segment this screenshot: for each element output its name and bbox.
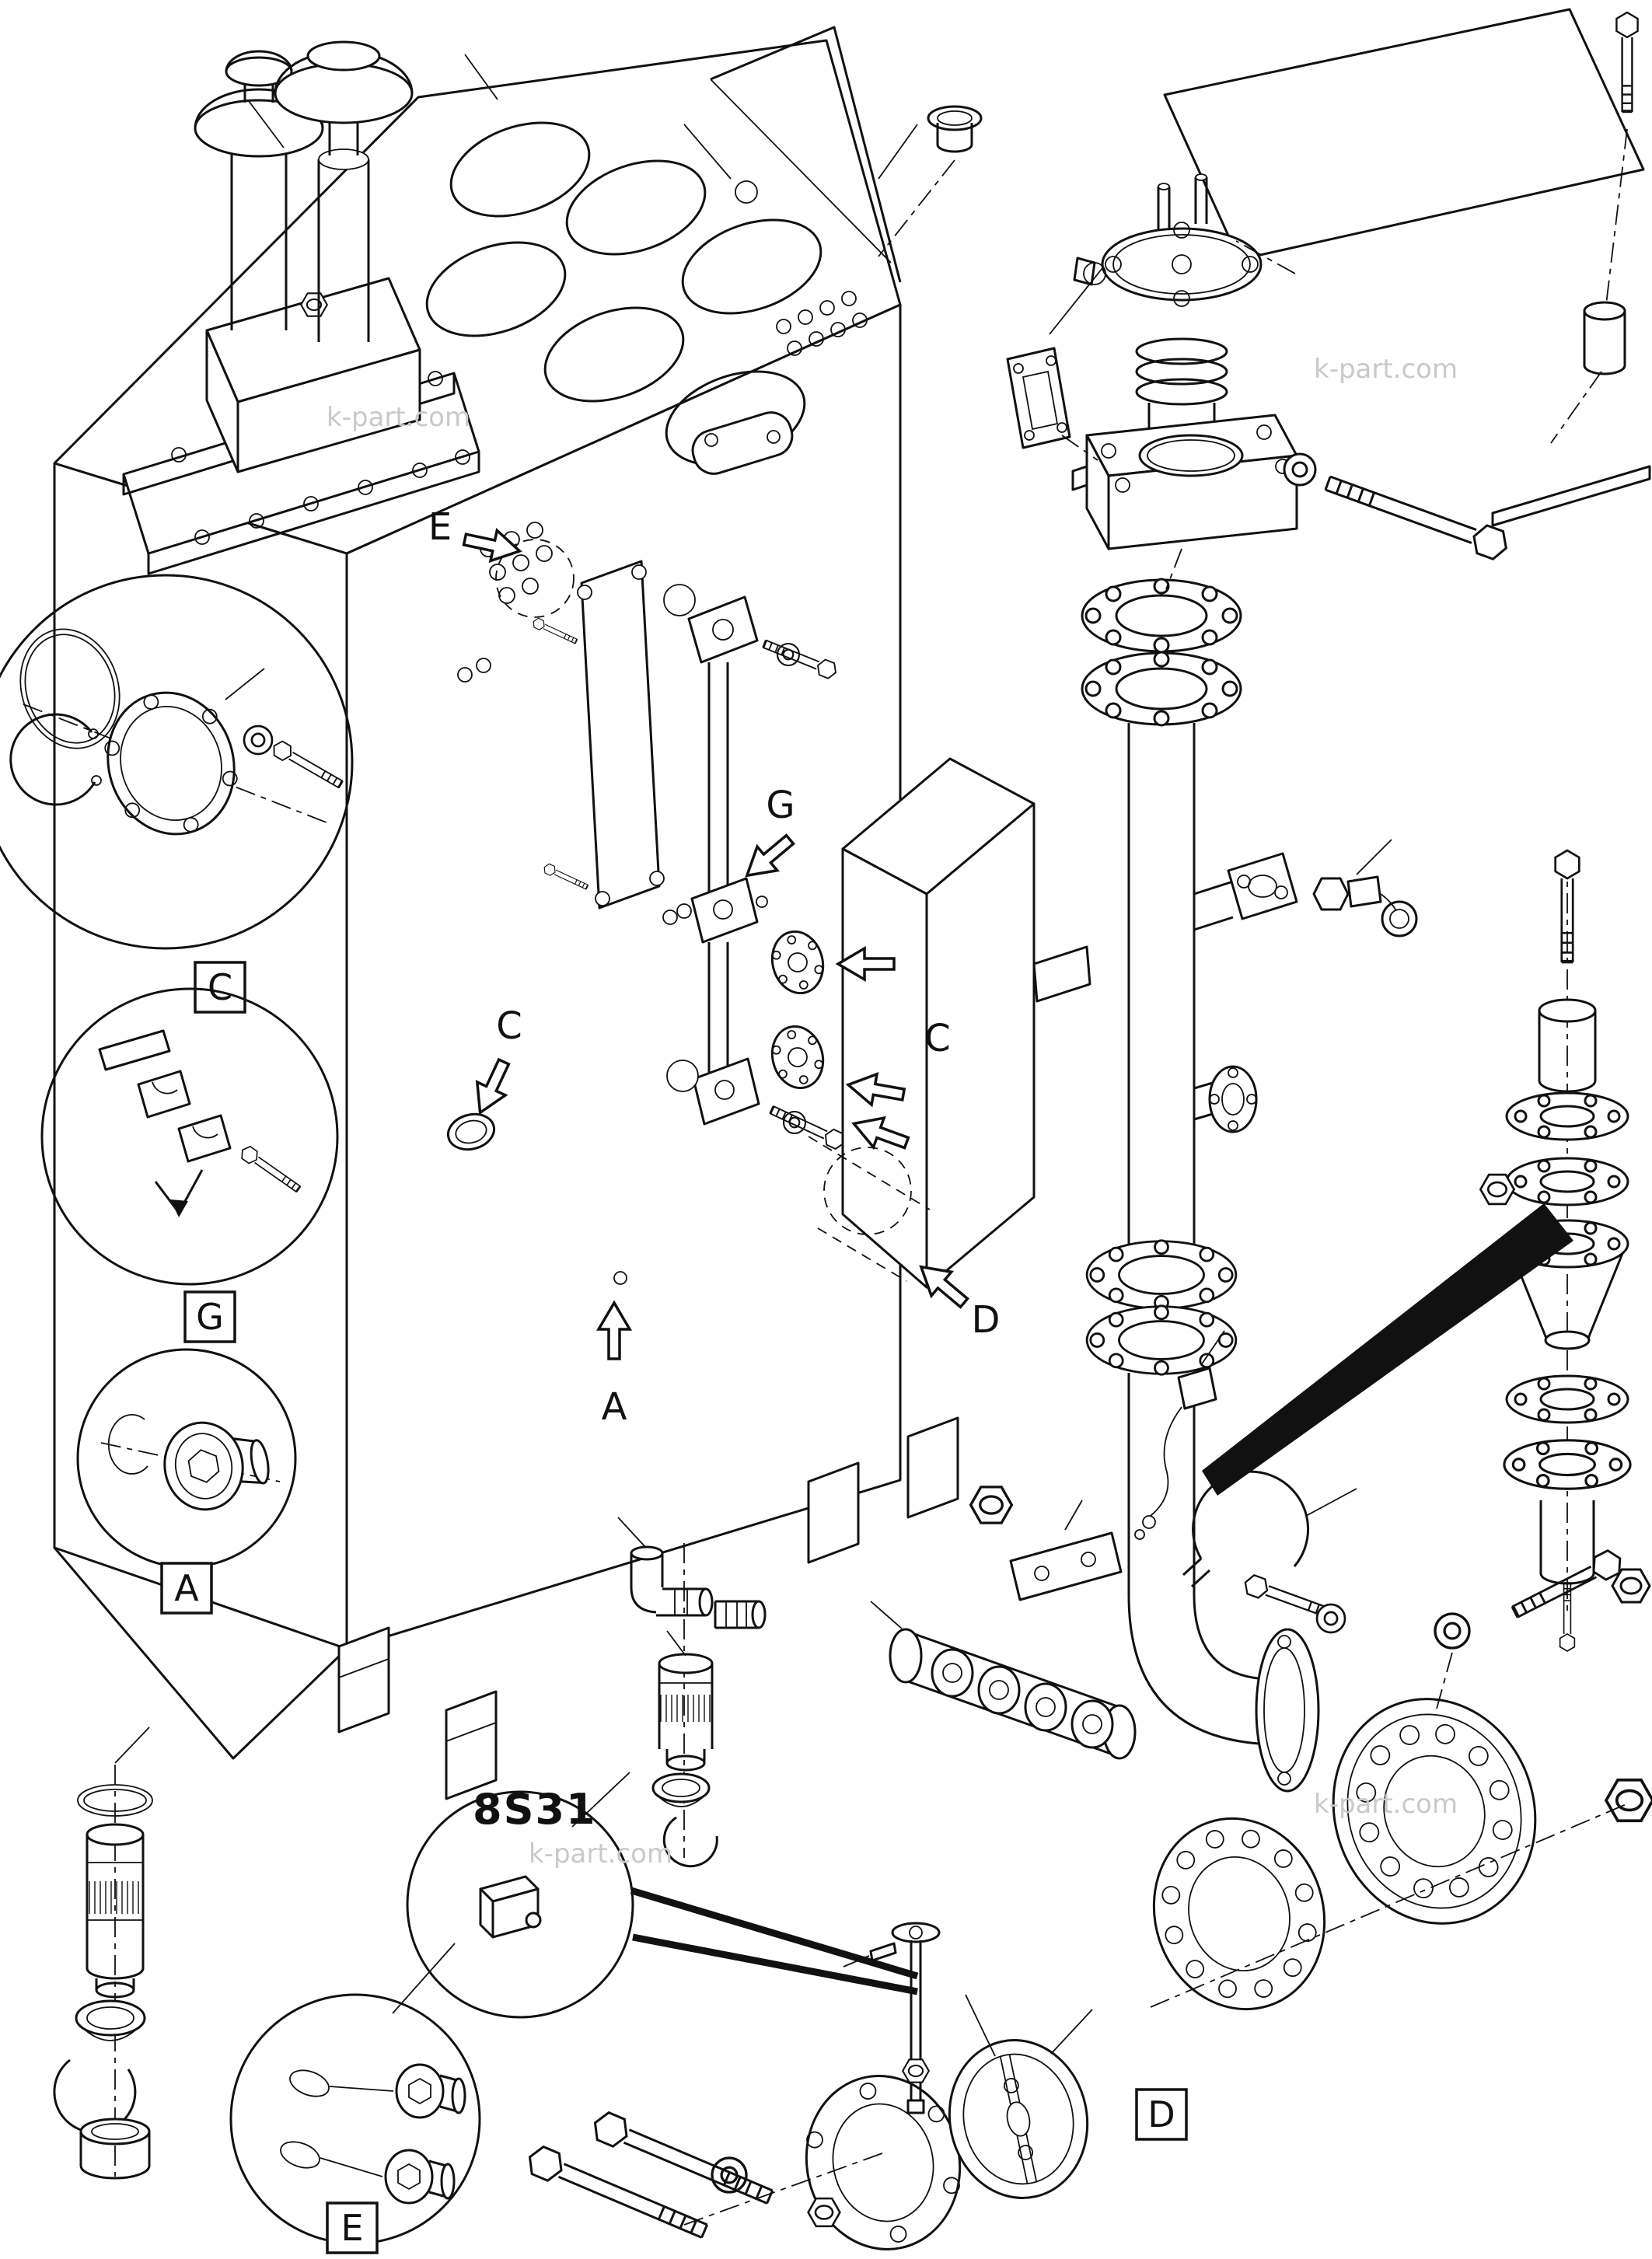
washer-flange: [1434, 1612, 1471, 1650]
detail-circle-e: E: [229, 1993, 481, 2254]
test-port-fitting: [1193, 852, 1418, 937]
breather-tower-right: [274, 40, 414, 342]
side-cover-plate: [808, 757, 1091, 1289]
straight-fitting: [714, 1600, 767, 1629]
level-gauge-assembly: [662, 584, 848, 1152]
hex-nut-flange: [1605, 1778, 1652, 1823]
oval-port: [446, 1112, 496, 1151]
gasket-plate: [1006, 347, 1071, 449]
flat-strip: [1491, 465, 1651, 527]
pump-block: [205, 277, 421, 473]
suction-filter-stack: [1479, 849, 1651, 1652]
detail-label-box-g: [183, 1290, 236, 1343]
suction-standpipe-assembly: [1081, 578, 1418, 1793]
detail-circle-g: G: [40, 987, 339, 1343]
perforated-baffle-plate: [1163, 8, 1651, 527]
detail-label-e: E: [341, 2207, 363, 2249]
detail-label-box-e: [326, 2201, 379, 2254]
coupler-body: [658, 1653, 714, 1772]
plug-upper: [395, 2063, 466, 2119]
support-bracket: [1009, 1531, 1123, 1601]
bolt-hole-cluster: [457, 522, 575, 683]
filler-breather-assembly: [927, 105, 1513, 564]
detail-circle-8s31: 8S31: [406, 1785, 919, 2019]
watermark-2: k-part.com: [1314, 354, 1458, 385]
drain-plug: [163, 1421, 270, 1511]
tank-top-holes: [425, 121, 823, 466]
sleeve-ring: [79, 2118, 151, 2180]
part-code-label: 8S31: [473, 1785, 597, 1834]
valve-stem-handle: [869, 1922, 941, 2114]
pipe-flange-large: [1332, 1698, 1537, 1925]
port-flange-lower: [770, 1025, 825, 1090]
detail-label-g: G: [196, 1296, 224, 1338]
valve-mounting-flange: [805, 2075, 962, 2250]
top-panel-flap: [710, 26, 902, 283]
callout-c-left: C: [496, 1004, 522, 1048]
tank-top-small-holes: [683, 124, 868, 356]
quick-coupler-center: [630, 1543, 767, 1868]
strainer-cone: [1505, 1219, 1629, 1350]
callout-e: E: [428, 505, 452, 549]
watermarks: k-part.com k-part.com k-part.com k-part.…: [327, 354, 1458, 1870]
detail-label-a: A: [174, 1567, 199, 1609]
plug-lower: [384, 2149, 456, 2205]
construction-lines: [114, 54, 1629, 2057]
watermark-3: k-part.com: [529, 1838, 672, 1870]
port-flange-upper: [770, 930, 825, 995]
hex-nut: [969, 1486, 1014, 1524]
port-manifold: [889, 1628, 1137, 1760]
dust-cap: [53, 1999, 146, 2134]
band-clamp: [1182, 1470, 1310, 1588]
level-sensor: [1134, 1367, 1217, 1540]
valve-disc: [948, 2039, 1089, 2199]
callout-d: D: [972, 1298, 1001, 1342]
pointer-wedge: [1202, 1203, 1573, 1496]
callout-g: G: [766, 784, 795, 827]
butterfly-valve-assembly: [522, 1922, 1089, 2250]
detail-circle-c: C: [0, 574, 354, 1014]
detail-label-d: D: [1147, 2093, 1175, 2135]
detail-label-box-c: [194, 961, 246, 1014]
callouts: E G C C A D D: [428, 505, 1188, 2141]
detail-label-c: C: [208, 966, 232, 1008]
hydraulic-tank-body: [53, 26, 1123, 1800]
clamp-washer: [1315, 1603, 1346, 1634]
callout-c-right: C: [924, 1017, 951, 1060]
watermark-1: k-part.com: [327, 402, 470, 433]
pipe-flange-small: [1152, 1817, 1326, 2011]
quick-coupler-left: [53, 1765, 153, 2180]
detail-label-box-a: [160, 1562, 213, 1615]
detail-label-box-d: [1135, 2088, 1188, 2141]
detail-circle-a: A: [76, 1348, 297, 1615]
name-plate: [691, 411, 794, 475]
cover-disc: [104, 691, 238, 836]
return-port-flange: [1193, 1065, 1258, 1133]
watermark-4: k-part.com: [1314, 1789, 1458, 1820]
small-plug: [927, 105, 983, 153]
level-scale-strip: [530, 560, 665, 910]
flange-block: [1071, 414, 1298, 550]
dust-cap-center: [651, 1772, 718, 1868]
elbow-fitting: [630, 1545, 714, 1617]
callout-a: A: [602, 1385, 627, 1429]
tank-feet: [337, 1416, 959, 1800]
spacer-cylinder: [1583, 301, 1626, 375]
